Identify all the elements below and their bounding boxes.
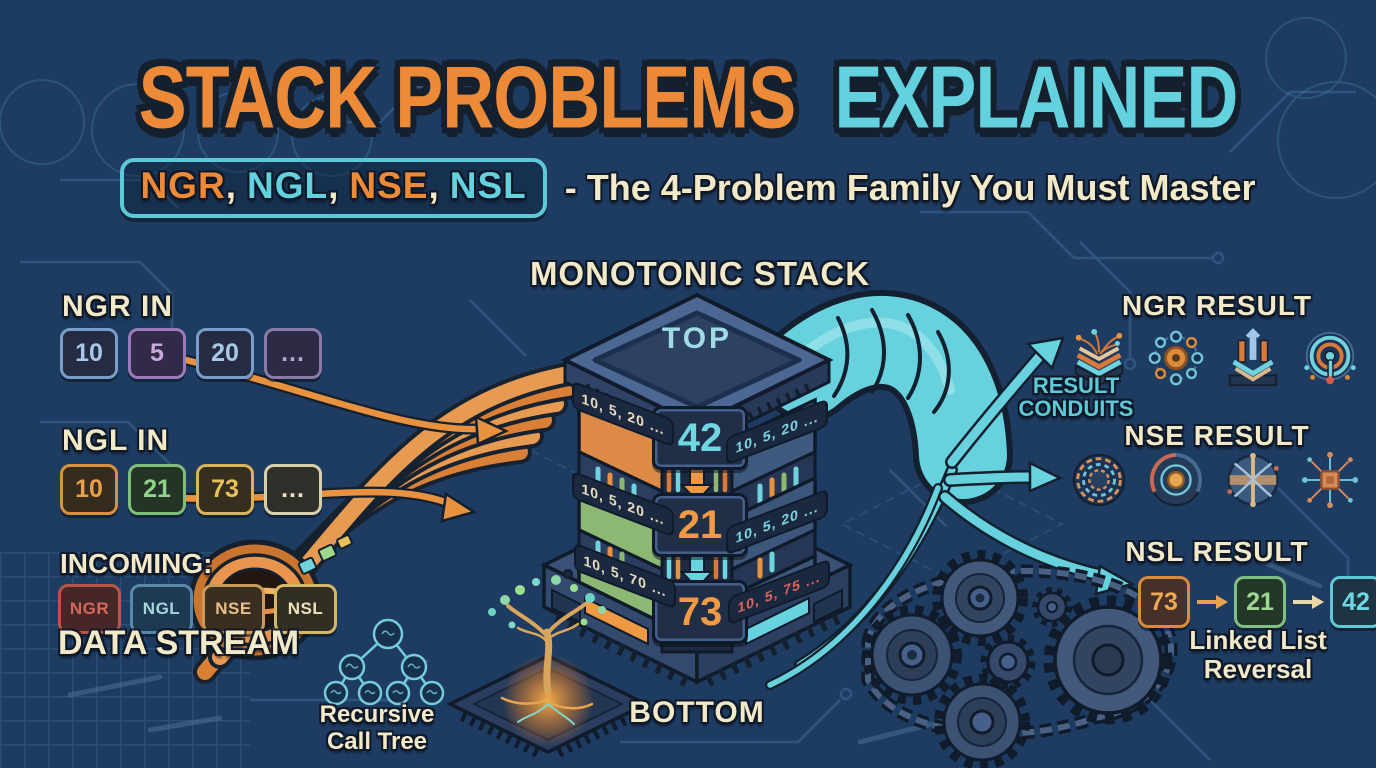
subtitle-row: NGR,NGL,NSE,NSL - The 4-Problem Family Y… bbox=[0, 158, 1376, 218]
node-ring-icon bbox=[1145, 326, 1207, 390]
title-stack-problems: STACK PROBLEMS bbox=[138, 49, 797, 147]
acronym-box: NGR,NGL,NSE,NSL bbox=[120, 158, 547, 218]
value-cell: 10 bbox=[60, 328, 118, 379]
ngr-result-icons bbox=[1068, 326, 1361, 390]
value-cell: 73 bbox=[196, 464, 254, 515]
stack-top-label: TOP bbox=[661, 322, 733, 355]
orbit-core-icon bbox=[1145, 448, 1207, 512]
incoming-label: INCOMING: bbox=[60, 548, 213, 579]
ngr-in-label: NGR IN bbox=[62, 290, 173, 323]
title-explained: EXPLAINED bbox=[834, 49, 1238, 147]
stack-value: 42 bbox=[677, 415, 723, 460]
incoming-tags: NGR NGL NSE NSL bbox=[58, 584, 337, 634]
nsl-linked-list: 73 21 42 bbox=[1138, 576, 1376, 628]
value-cell: 20 bbox=[196, 328, 254, 379]
stack-value: 73 bbox=[677, 589, 723, 634]
tagline: - The 4-Problem Family You Must Master bbox=[564, 167, 1256, 208]
faint-circles bbox=[0, 17, 1376, 199]
link-arrow-icon bbox=[1293, 595, 1324, 609]
tag-nse: NSE bbox=[202, 584, 265, 634]
globe-icon bbox=[1222, 448, 1284, 512]
list-node: 73 bbox=[1138, 576, 1190, 628]
chip-tree-icon bbox=[446, 575, 650, 759]
list-node: 42 bbox=[1330, 576, 1376, 628]
nsl-result-heading: NSL RESULT bbox=[1125, 536, 1309, 567]
acronym-nse: NSE bbox=[349, 165, 429, 206]
gears-chain-icon bbox=[861, 550, 1178, 768]
value-cell: 5 bbox=[128, 328, 186, 379]
teal-cable bbox=[758, 290, 1136, 690]
acronym-ngr: NGR bbox=[140, 165, 226, 206]
ngr-in-values: 10 5 20 ... bbox=[60, 328, 322, 379]
dashed-rings-icon bbox=[1068, 448, 1130, 512]
ngl-in-label: NGL IN bbox=[62, 424, 170, 457]
chip-radiate-icon bbox=[1299, 448, 1361, 512]
ngl-in-values: 10 21 73 ... bbox=[60, 464, 322, 515]
data-stream-label: DATA STREAM bbox=[58, 624, 300, 662]
value-cell: 21 bbox=[128, 464, 186, 515]
nse-result-icons bbox=[1068, 448, 1361, 512]
tree-leaves bbox=[488, 575, 606, 629]
stack-value: 21 bbox=[677, 502, 723, 547]
page-title: STACK PROBLEMS EXPLAINED bbox=[0, 48, 1376, 148]
stack-bottom-label: BOTTOM bbox=[629, 696, 765, 729]
result-conduits-label: RESULT CONDUITS bbox=[1018, 373, 1134, 422]
tag-ngr: NGR bbox=[58, 584, 121, 634]
nse-result-heading: NSE RESULT bbox=[1124, 420, 1310, 451]
target-rings-icon bbox=[1299, 326, 1361, 390]
descend-bars-icon bbox=[1222, 326, 1284, 390]
linked-list-reversal-caption: Linked List Reversal bbox=[1189, 625, 1327, 685]
tag-ngl: NGL bbox=[130, 584, 193, 634]
recursive-call-tree-caption: Recursive Call Tree bbox=[319, 701, 435, 755]
list-node: 21 bbox=[1234, 576, 1286, 628]
ellipsis-cell: ... bbox=[264, 464, 322, 515]
acronym-nsl: NSL bbox=[449, 165, 527, 206]
burst-chevron-icon bbox=[1068, 326, 1130, 390]
ngr-result-heading: NGR RESULT bbox=[1122, 290, 1312, 321]
recursive-tree-diagram bbox=[323, 618, 445, 706]
link-arrow-icon bbox=[1197, 595, 1228, 609]
ellipsis-cell: ... bbox=[264, 328, 322, 379]
value-cell: 10 bbox=[60, 464, 118, 515]
monotonic-stack-heading: MONOTONIC STACK bbox=[529, 255, 871, 292]
tag-nsl: NSL bbox=[274, 584, 337, 634]
acronym-ngl: NGL bbox=[246, 165, 329, 206]
